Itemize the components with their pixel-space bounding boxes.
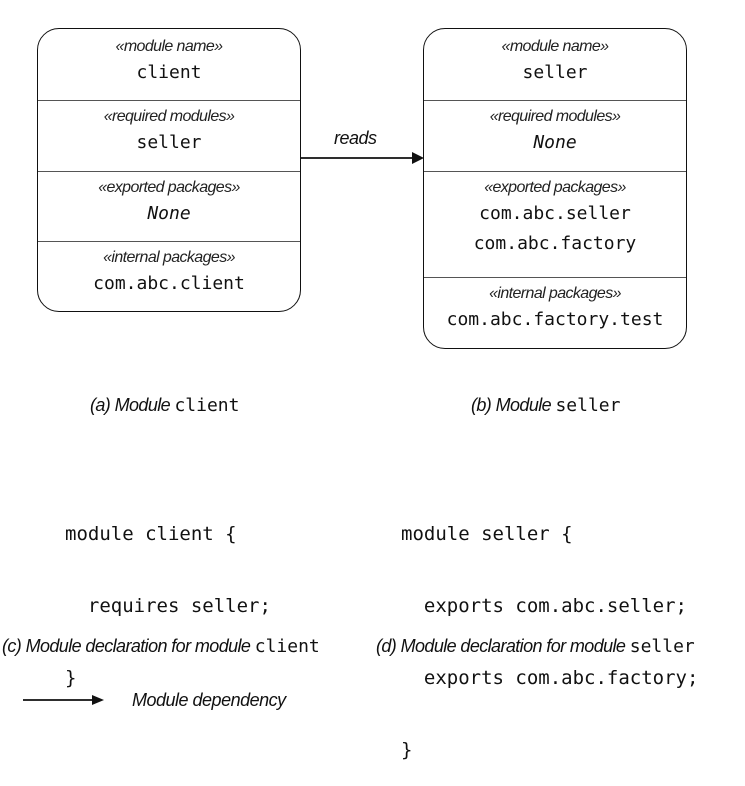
- seller-name-section: «module name» seller: [424, 29, 686, 100]
- caption-d-code: seller: [629, 636, 695, 657]
- seller-internal-section: «internal packages» com.abc.factory.test: [424, 277, 686, 349]
- caption-c-code: client: [254, 636, 320, 657]
- caption-d: (d) Module declaration for module seller: [376, 636, 695, 657]
- seller-module-name: seller: [522, 62, 588, 83]
- client-internal-value: com.abc.client: [93, 273, 245, 294]
- client-declaration-code: module client { requires seller; }: [65, 474, 271, 714]
- caption-c-text: (c) Module declaration for module: [2, 636, 255, 656]
- seller-required-value: None: [533, 132, 577, 153]
- client-required-value: seller: [136, 132, 202, 153]
- caption-a: (a) Module client: [90, 395, 239, 416]
- code-line: module seller {: [401, 523, 573, 545]
- seller-declaration-code: module seller { exports com.abc.seller; …: [401, 474, 698, 786]
- seller-required-section: «required modules» None: [424, 100, 686, 171]
- caption-b: (b) Module seller: [471, 395, 620, 416]
- caption-c: (c) Module declaration for module client: [2, 636, 320, 657]
- caption-a-code: client: [174, 395, 240, 416]
- seller-module-box: «module name» seller «required modules» …: [423, 28, 687, 349]
- seller-internal-value: com.abc.factory.test: [446, 309, 664, 330]
- code-line: requires seller;: [65, 595, 271, 617]
- client-module-box: «module name» client «required modules» …: [37, 28, 301, 312]
- client-module-name: client: [136, 62, 202, 83]
- client-name-stereotype: «module name»: [115, 38, 224, 55]
- client-required-stereotype: «required modules»: [103, 108, 235, 125]
- client-internal-section: «internal packages» com.abc.client: [38, 241, 300, 311]
- client-exported-value: None: [147, 203, 191, 224]
- client-internal-stereotype: «internal packages»: [103, 249, 235, 266]
- caption-a-text: (a) Module: [90, 395, 175, 415]
- seller-internal-stereotype: «internal packages»: [489, 285, 621, 302]
- seller-exported-stereotype: «exported packages»: [484, 179, 626, 196]
- seller-required-stereotype: «required modules»: [489, 108, 621, 125]
- seller-exported-section: «exported packages» com.abc.seller com.a…: [424, 171, 686, 277]
- legend-arrow: [23, 695, 104, 705]
- seller-exported-value: com.abc.factory: [473, 233, 637, 254]
- reads-label: reads: [334, 128, 377, 148]
- legend-label: Module dependency: [132, 690, 286, 710]
- caption-d-text: (d) Module declaration for module: [376, 636, 630, 656]
- code-line: module client {: [65, 523, 237, 545]
- client-name-section: «module name» client: [38, 29, 300, 100]
- client-required-section: «required modules» seller: [38, 100, 300, 171]
- client-exported-stereotype: «exported packages»: [98, 179, 240, 196]
- caption-b-code: seller: [555, 395, 621, 416]
- caption-b-text: (b) Module: [471, 395, 556, 415]
- reads-arrow: [301, 152, 424, 164]
- seller-exported-value: com.abc.seller: [479, 203, 631, 224]
- code-line: }: [65, 667, 77, 689]
- client-exported-section: «exported packages» None: [38, 171, 300, 241]
- code-line: }: [401, 739, 413, 761]
- code-line: exports com.abc.factory;: [401, 667, 699, 689]
- seller-name-stereotype: «module name»: [501, 38, 610, 55]
- code-line: exports com.abc.seller;: [401, 595, 687, 617]
